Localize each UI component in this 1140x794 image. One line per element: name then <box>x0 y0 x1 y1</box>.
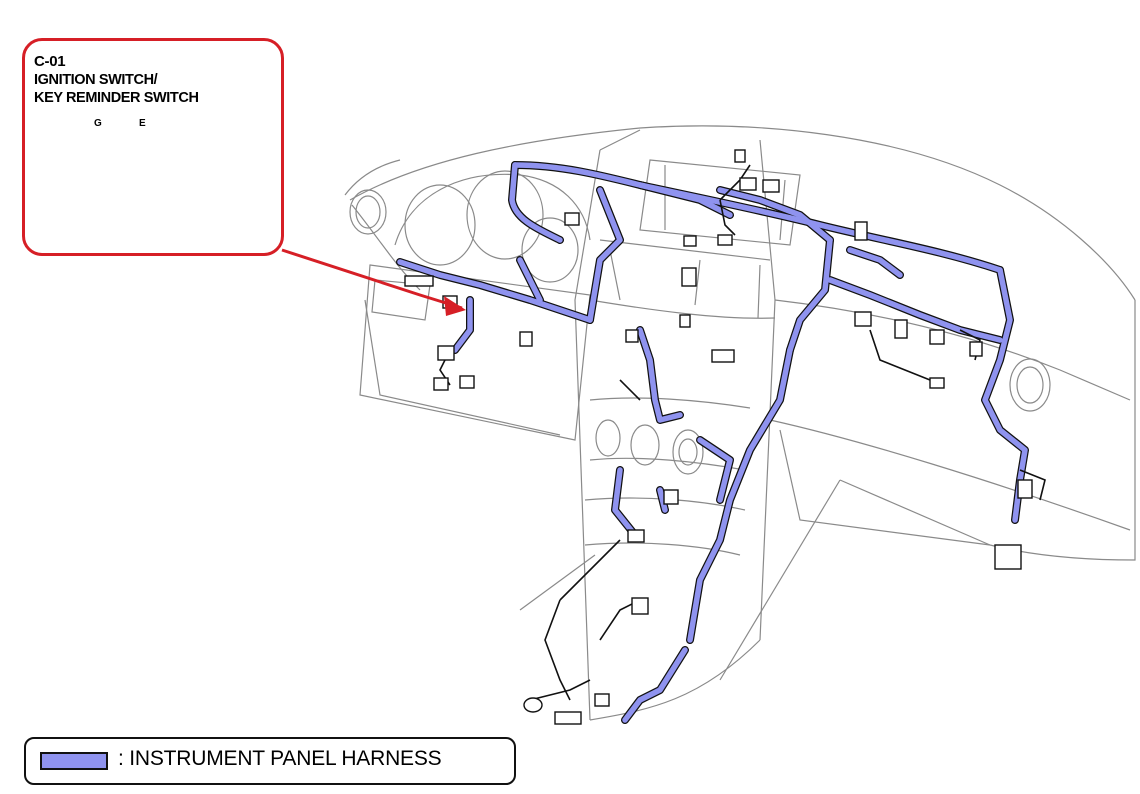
pin-label-e: E <box>139 118 146 129</box>
instrument-panel-harness <box>396 161 1029 724</box>
connector-id: C-01 <box>34 53 66 70</box>
connector-name-line2: KEY REMINDER SWITCH <box>34 90 199 106</box>
connector-name-line1: IGNITION SWITCH/ <box>34 72 158 88</box>
connector-callout <box>22 38 284 256</box>
branch-wires <box>439 164 1046 701</box>
pin-label-g: G <box>94 118 102 129</box>
callout-leader <box>281 248 466 316</box>
legend-swatch <box>40 752 108 770</box>
connectors <box>404 149 1033 725</box>
legend: : INSTRUMENT PANEL HARNESS <box>24 737 516 785</box>
dashboard-outline <box>344 125 1136 721</box>
legend-text: : INSTRUMENT PANEL HARNESS <box>118 747 442 770</box>
